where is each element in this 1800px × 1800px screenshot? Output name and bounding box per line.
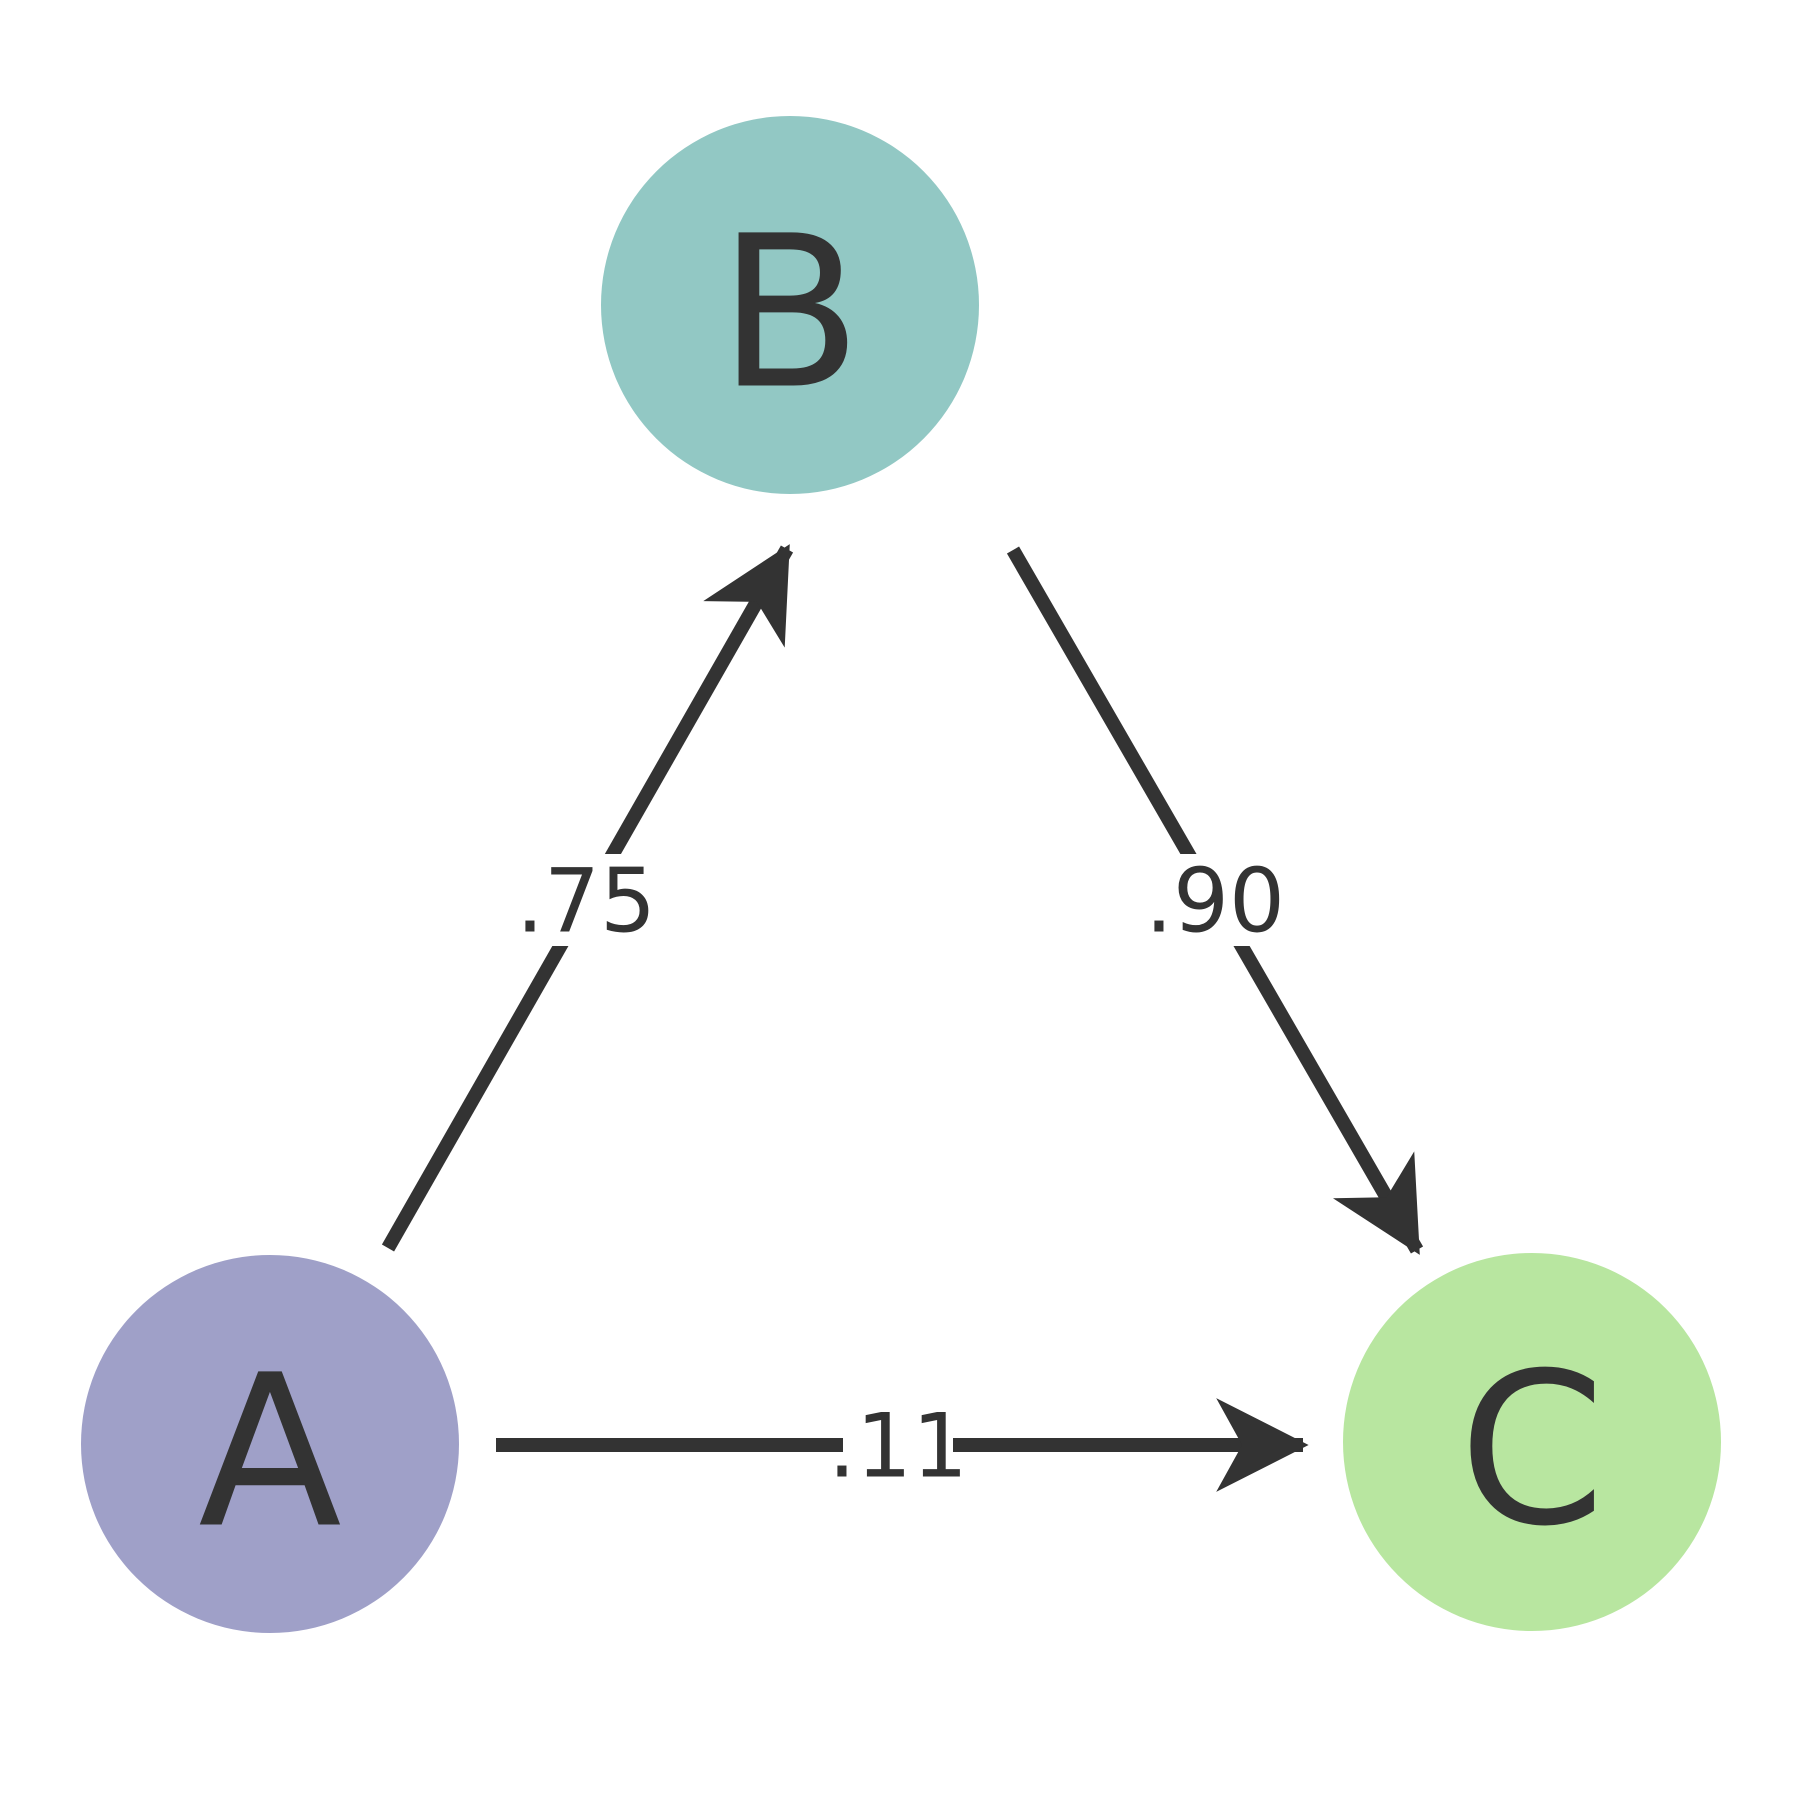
node-b-label: B — [718, 191, 862, 436]
node-a-label: A — [198, 1330, 342, 1575]
edges-layer: .75 .90 .11 — [381, 544, 1424, 1498]
edge-b-c-weight: .90 — [1145, 850, 1285, 953]
edge-a-b-label-halo — [531, 854, 641, 946]
node-a[interactable]: A — [81, 1255, 459, 1633]
edge-a-c-weight: .11 — [828, 1395, 968, 1498]
edge-b-c-label-halo — [1160, 854, 1270, 946]
edge-b-c[interactable]: .90 — [1006, 546, 1424, 1255]
node-b[interactable]: B — [601, 116, 979, 494]
node-b-circle[interactable] — [601, 116, 979, 494]
node-c[interactable]: C — [1343, 1253, 1721, 1631]
node-c-circle[interactable] — [1343, 1253, 1721, 1631]
node-c-label: C — [1459, 1328, 1606, 1573]
edge-a-c-label-halo — [843, 1399, 953, 1491]
edge-a-c[interactable]: .11 — [496, 1395, 1309, 1498]
node-a-circle[interactable] — [81, 1255, 459, 1633]
edge-a-b-weight: .75 — [516, 850, 656, 953]
nodes-layer: A B C — [81, 116, 1721, 1633]
edge-a-b[interactable]: .75 — [381, 544, 794, 1252]
